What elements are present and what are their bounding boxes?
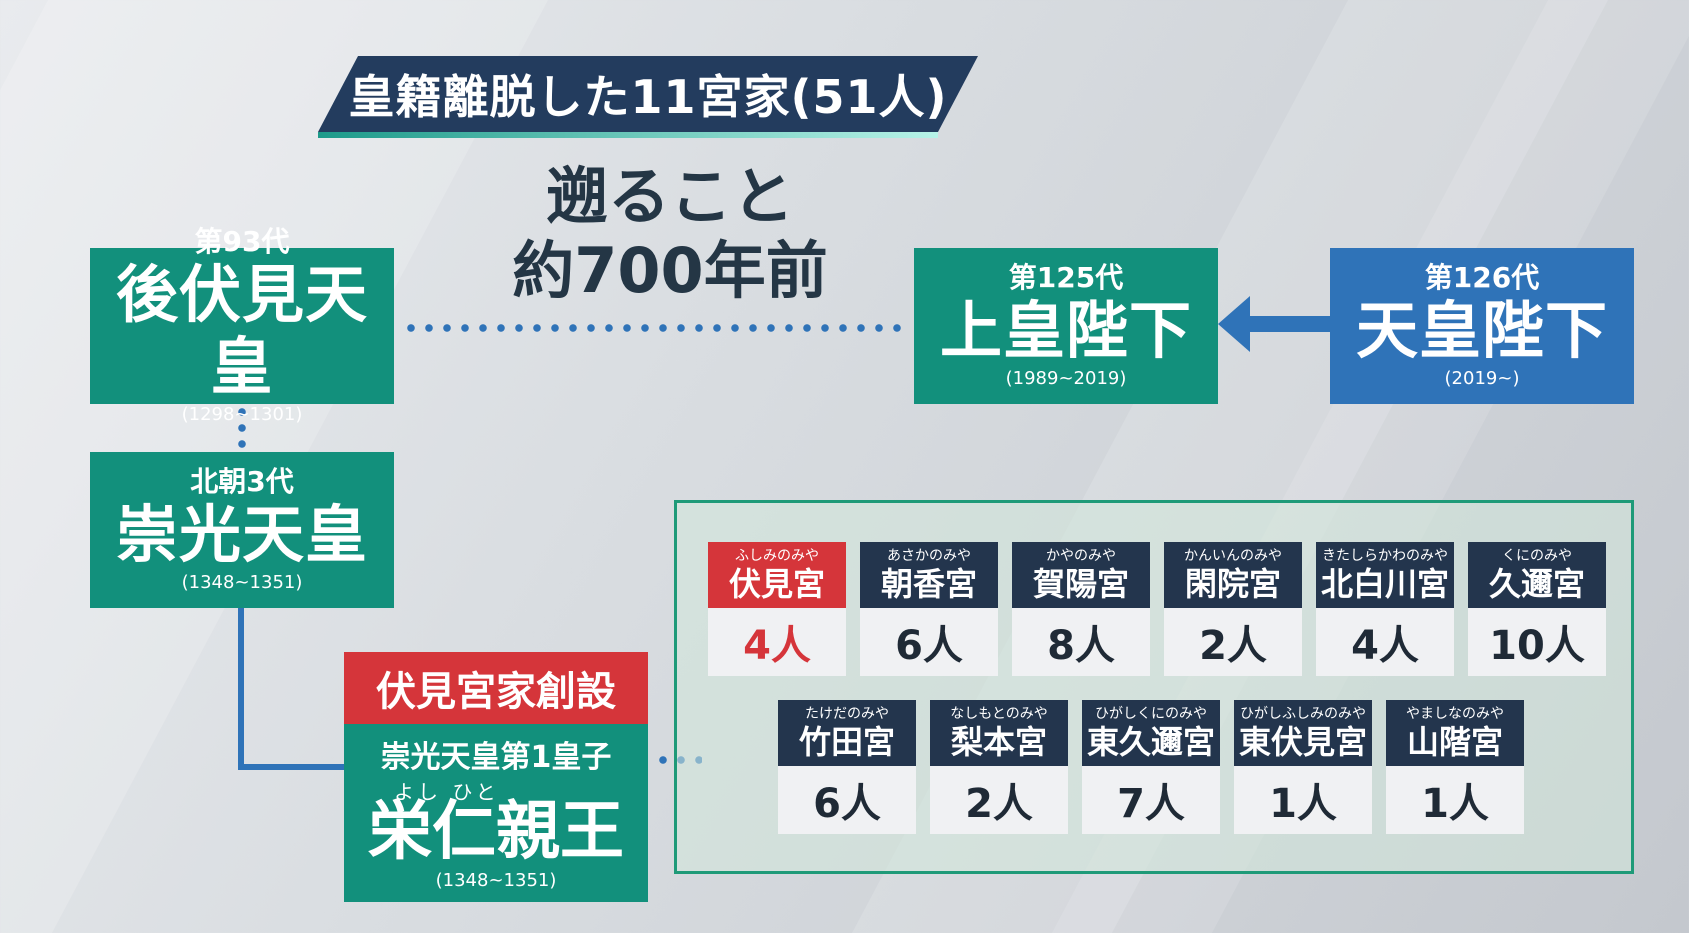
house-name: 東久邇宮 [1086, 723, 1215, 761]
house-header: くにのみや 久邇宮 [1468, 542, 1606, 608]
subtitle-line-2: 約700年前 [512, 234, 828, 307]
emperor-name: 天皇陛下 [1355, 294, 1608, 367]
house-card: ひがしくにのみや 東久邇宮 7人 [1082, 700, 1220, 834]
house-ruby: ふしみのみや [735, 548, 819, 564]
house-name: 北白川宮 [1320, 565, 1449, 603]
house-card: たけだのみや 竹田宮 6人 [778, 700, 916, 834]
house-header: やましなのみや 山階宮 [1386, 700, 1524, 766]
house-header: ひがしふしみのみや 東伏見宮 [1234, 700, 1372, 766]
house-header: かんいんのみや 閑院宮 [1164, 542, 1302, 608]
house-count: 8人 [1047, 623, 1115, 669]
emperor-box-tenno: 第126代 天皇陛下 (2019~) [1330, 248, 1634, 404]
house-card: なしもとのみや 梨本宮 2人 [930, 700, 1068, 834]
title-banner: 皇籍離脱した11宮家(51人) [318, 56, 978, 132]
emperor-name: 後伏見天皇 [115, 258, 368, 403]
dotted-connector-gofushimi-koko [238, 404, 246, 452]
house-header: なしもとのみや 梨本宮 [930, 700, 1068, 766]
house-card: きたしらかわのみや 北白川宮 4人 [1316, 542, 1454, 676]
founder-years: (1348~1351) [435, 870, 557, 891]
founder-banner-text: 伏見宮家創設 [376, 669, 616, 715]
house-count: 6人 [813, 781, 881, 827]
emperor-era: 北朝3代 [190, 465, 294, 498]
house-name: 賀陽宮 [1032, 565, 1129, 603]
house-header: あさかのみや 朝香宮 [860, 542, 998, 608]
house-count: 10人 [1489, 623, 1585, 669]
house-header: きたしらかわのみや 北白川宮 [1316, 542, 1454, 608]
line-koko-founder-horizontal [238, 764, 346, 770]
house-name: 伏見宮 [728, 565, 825, 603]
house-ruby: きたしらかわのみや [1322, 548, 1448, 564]
house-name: 朝香宮 [880, 565, 977, 603]
title-text: 皇籍離脱した11宮家(51人) [348, 70, 948, 124]
house-name: 山階宮 [1406, 723, 1503, 761]
emperor-box-gofushimi: 第93代 後伏見天皇 (1298~1301) [90, 225, 394, 425]
house-name: 東伏見宮 [1238, 723, 1367, 761]
house-ruby: なしもとのみや [950, 706, 1048, 722]
line-koko-founder-vertical [238, 608, 244, 770]
subtitle-line-1: 遡ること [545, 160, 794, 233]
dotted-connector-gofushimi-joko [402, 324, 908, 332]
house-count: 6人 [895, 623, 963, 669]
house-name: 梨本宮 [950, 723, 1047, 761]
house-card: くにのみや 久邇宮 10人 [1468, 542, 1606, 676]
house-count: 2人 [1199, 623, 1267, 669]
house-ruby: あさかのみや [887, 548, 971, 564]
house-ruby: かやのみや [1046, 548, 1116, 564]
house-header: たけだのみや 竹田宮 [778, 700, 916, 766]
house-count: 7人 [1117, 781, 1185, 827]
house-header: かやのみや 賀陽宮 [1012, 542, 1150, 608]
emperor-box-joko: 第125代 上皇陛下 (1989~2019) [914, 248, 1218, 404]
house-name: 閑院宮 [1184, 565, 1281, 603]
founder-banner: 伏見宮家創設 [344, 652, 648, 724]
emperor-years: (2019~) [1444, 368, 1520, 389]
emperor-name: 上皇陛下 [939, 294, 1192, 367]
house-card: ひがしふしみのみや 東伏見宮 1人 [1234, 700, 1372, 834]
house-card: かんいんのみや 閑院宮 2人 [1164, 542, 1302, 676]
emperor-years: (1348~1351) [181, 572, 303, 593]
arrow-shaft [1240, 316, 1330, 332]
house-count: 4人 [1351, 623, 1419, 669]
emperor-era: 第126代 [1424, 261, 1540, 294]
house-card: あさかのみや 朝香宮 6人 [860, 542, 998, 676]
house-ruby: やましなのみや [1406, 706, 1504, 722]
house-ruby: くにのみや [1502, 548, 1572, 564]
house-card: やましなのみや 山階宮 1人 [1386, 700, 1524, 834]
emperor-years: (1298~1301) [181, 404, 303, 425]
founder-subtitle: 崇光天皇第1皇子 [380, 740, 612, 775]
arrow-head-icon [1218, 296, 1250, 352]
subtitle: 遡ること 約700年前 [500, 160, 840, 308]
house-header: ふしみのみや 伏見宮 [708, 542, 846, 608]
emperor-box-koko: 北朝3代 崇光天皇 (1348~1351) [90, 452, 394, 608]
founder-box: 崇光天皇第1皇子 よし ひと 栄仁親王 (1348~1351) [344, 724, 648, 902]
house-ruby: ひがしくにのみや [1095, 706, 1207, 722]
emperor-era: 第93代 [194, 225, 290, 258]
emperor-years: (1989~2019) [1005, 368, 1127, 389]
emperor-name: 崇光天皇 [115, 498, 368, 571]
emperor-era: 第125代 [1008, 261, 1124, 294]
founder-ruby: よし ひと [394, 780, 500, 804]
house-card: かやのみや 賀陽宮 8人 [1012, 542, 1150, 676]
title-underline [318, 132, 938, 138]
house-card: ふしみのみや 伏見宮 4人 [708, 542, 846, 676]
house-count: 2人 [965, 781, 1033, 827]
house-header: ひがしくにのみや 東久邇宮 [1082, 700, 1220, 766]
house-ruby: かんいんのみや [1184, 548, 1282, 564]
house-name: 久邇宮 [1488, 565, 1585, 603]
house-name: 竹田宮 [798, 723, 895, 761]
founder-name: 栄仁親王 [368, 795, 624, 869]
house-ruby: ひがしふしみのみや [1240, 706, 1366, 722]
house-ruby: たけだのみや [805, 706, 889, 722]
house-count: 4人 [743, 623, 811, 669]
house-count: 1人 [1421, 781, 1489, 827]
house-count: 1人 [1269, 781, 1337, 827]
